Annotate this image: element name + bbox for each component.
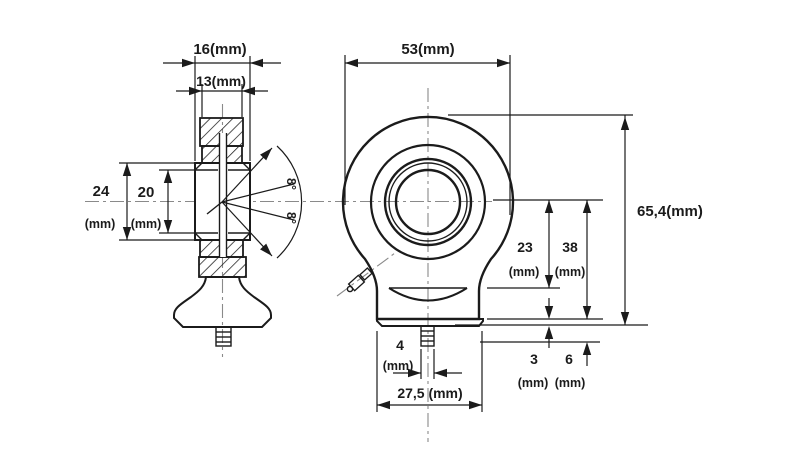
bearing-outer-ring-circle xyxy=(383,157,473,247)
angle-label-lower: 8° xyxy=(284,212,298,224)
ball-section-details xyxy=(194,162,251,241)
dim-53mm: 53(mm) xyxy=(344,41,511,215)
dim-3mm-unit: (mm) xyxy=(518,376,549,390)
dim-3mm: 3 (mm) xyxy=(518,298,554,390)
grease-nipple-leader-line xyxy=(336,252,396,297)
side-view-bell-base xyxy=(173,276,272,328)
dim-23mm-value: 23 xyxy=(517,239,533,255)
dim-6mm: 6 (mm) xyxy=(480,341,600,390)
dim-23mm: 23 (mm) xyxy=(487,200,560,289)
grease-nipple xyxy=(346,267,374,293)
dim-38mm: 38 (mm) xyxy=(487,200,603,320)
ball-bottom-lens xyxy=(388,287,468,302)
slot-clear xyxy=(219,133,227,257)
dim-65-4mm-label: 65,4(mm) xyxy=(637,203,703,220)
dim-24mm-value: 24 xyxy=(93,183,110,200)
bearing-inner-ring-circle xyxy=(388,162,468,242)
dim-24mm: 24 (mm) xyxy=(85,162,196,241)
side-view: 8° 8° xyxy=(173,117,303,347)
swivel-angle: 8° 8° xyxy=(221,145,303,259)
dim-20mm-unit: (mm) xyxy=(131,217,162,231)
angle-label-upper: 8° xyxy=(284,178,298,190)
dim-20mm-value: 20 xyxy=(138,184,155,201)
hatch-lower-block xyxy=(198,256,247,278)
housing-outer-circle xyxy=(369,143,487,261)
dim-23mm-unit: (mm) xyxy=(509,265,540,279)
dim-20mm: 20 (mm) xyxy=(131,169,194,234)
side-view-pin xyxy=(215,326,232,347)
dim-27-5mm: 27,5 (mm) xyxy=(376,331,483,412)
front-view-bottom-plate xyxy=(376,318,484,327)
side-view-dimensions: 16(mm) 13(mm) 24 (mm) 20 xyxy=(85,41,281,241)
dim-53mm-label: 53(mm) xyxy=(401,41,454,58)
bore-circle xyxy=(394,168,462,236)
dim-38mm-value: 38 xyxy=(562,239,578,255)
dim-13mm-label: 13(mm) xyxy=(196,73,246,89)
front-view-pin xyxy=(420,325,435,347)
dim-3mm-value: 3 xyxy=(530,351,538,367)
dim-4mm-value: 4 xyxy=(396,337,404,353)
front-view-body xyxy=(341,115,515,321)
front-view-dimensions: 53(mm) 65,4(mm) 23 (mm) 38 xyxy=(344,41,703,412)
dim-16mm-label: 16(mm) xyxy=(193,41,246,58)
front-view xyxy=(341,115,515,347)
dim-38mm-unit: (mm) xyxy=(555,265,586,279)
dim-4mm: 4 (mm) xyxy=(383,337,462,379)
dim-13mm: 13(mm) xyxy=(176,73,268,117)
dim-24mm-unit: (mm) xyxy=(85,217,116,231)
dim-6mm-value: 6 xyxy=(565,351,573,367)
dim-27-5mm-label: 27,5 (mm) xyxy=(397,385,462,401)
dim-65-4mm: 65,4(mm) xyxy=(448,114,703,326)
dim-16mm: 16(mm) xyxy=(163,41,281,161)
dim-6mm-unit: (mm) xyxy=(555,376,586,390)
dim-4mm-unit: (mm) xyxy=(383,359,414,373)
